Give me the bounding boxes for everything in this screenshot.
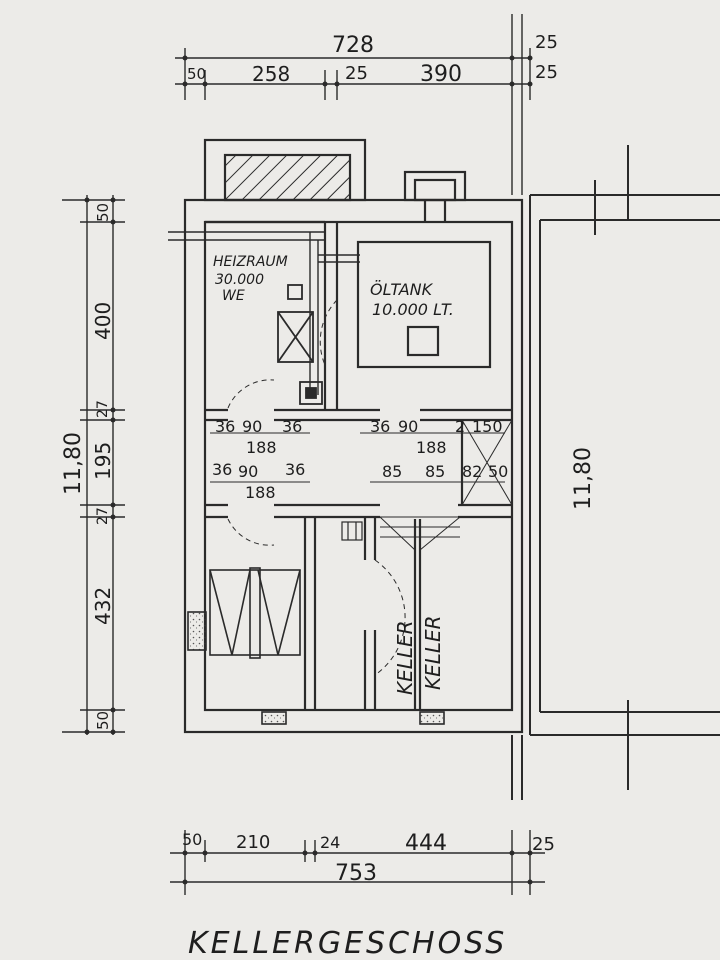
dim-left-part: 50 [94,203,112,222]
door-openings [228,408,458,630]
dim-right-total: 11,80 [571,447,596,510]
dim-top-part: 50 [187,65,206,83]
dim-left-part: 400 [91,302,115,340]
neighbor-wall [511,145,720,800]
dim-corridor-upper: 90 [398,417,418,436]
dim-left-part: 27 [95,507,111,525]
left-dimension-ticks [84,197,116,735]
dim-left-part: 195 [91,442,115,480]
dim-bottom-part: 24 [320,833,340,852]
dim-top-part: 390 [420,62,462,87]
dim-bottom-part: 444 [405,831,447,856]
label-keller-1: KELLER [393,620,417,695]
storage-racks [187,567,445,725]
dim-bottom-part: 25 [532,834,555,855]
dim-corridor-upper: 36 [215,417,235,436]
heating-pipes [168,231,360,395]
label-oeltank-volume: 10.000 LT. [372,300,454,319]
storage-closet [461,419,513,506]
boiler [277,284,323,405]
dim-left-part: 432 [91,587,115,625]
left-dimension-lines [62,195,125,735]
dim-corridor-upper: 2 [455,417,465,436]
dim-corridor-lower: 188 [245,483,276,502]
top-dimension-ticks [182,55,533,87]
electric-box [341,521,363,541]
dim-corridor-lower: 36 [285,460,305,479]
oil-tank [356,240,492,369]
dim-corridor-lower: 85 [425,462,445,481]
dim-corridor-lower: 50 [488,462,508,481]
label-heizraum: HEIZRAUM [213,254,288,270]
dim-left-part: 27 [95,400,111,418]
dim-bottom-part: 210 [236,832,270,853]
dim-corridor-upper: 36 [282,417,302,436]
dim-bottom-total: 753 [335,861,377,886]
dim-corridor-lower: 85 [382,462,402,481]
label-heizraum-capacity: 30.000 [215,272,264,288]
dim-left-part: 50 [94,711,112,730]
dim-corridor-upper: 90 [242,417,262,436]
dim-corridor-upper: 36 [370,417,390,436]
dim-top-part: 258 [252,62,290,86]
dim-corridor-lower: 90 [238,462,258,481]
label-heizraum-unit: WE [222,288,245,304]
plan-title: KELLERGESCHOSS [188,926,507,960]
stair-lines [379,516,461,551]
building-walls [183,138,524,734]
dim-bottom-part: 50 [182,830,202,849]
dim-top-part: 25 [345,63,368,84]
dim-corridor-lower: 82 [462,462,482,481]
door-swings [227,299,406,676]
bottom-dimension-ticks [182,850,533,885]
label-oeltank: ÖLTANK [370,280,434,299]
bottom-dimension-lines [170,830,545,895]
corridor-dimension-lines [210,432,505,483]
dim-top-right-outer: 25 [535,32,558,53]
dim-corridor-upper: 188 [246,438,277,457]
dim-left-total: 11,80 [61,432,86,495]
label-keller-2: KELLER [421,615,445,690]
dim-corridor-upper: 150 [472,417,503,436]
dim-top-total: 728 [332,33,374,58]
dim-top-right-inner: 25 [535,62,558,83]
dim-corridor-lower: 36 [212,460,232,479]
dim-corridor-upper: 188 [416,438,447,457]
